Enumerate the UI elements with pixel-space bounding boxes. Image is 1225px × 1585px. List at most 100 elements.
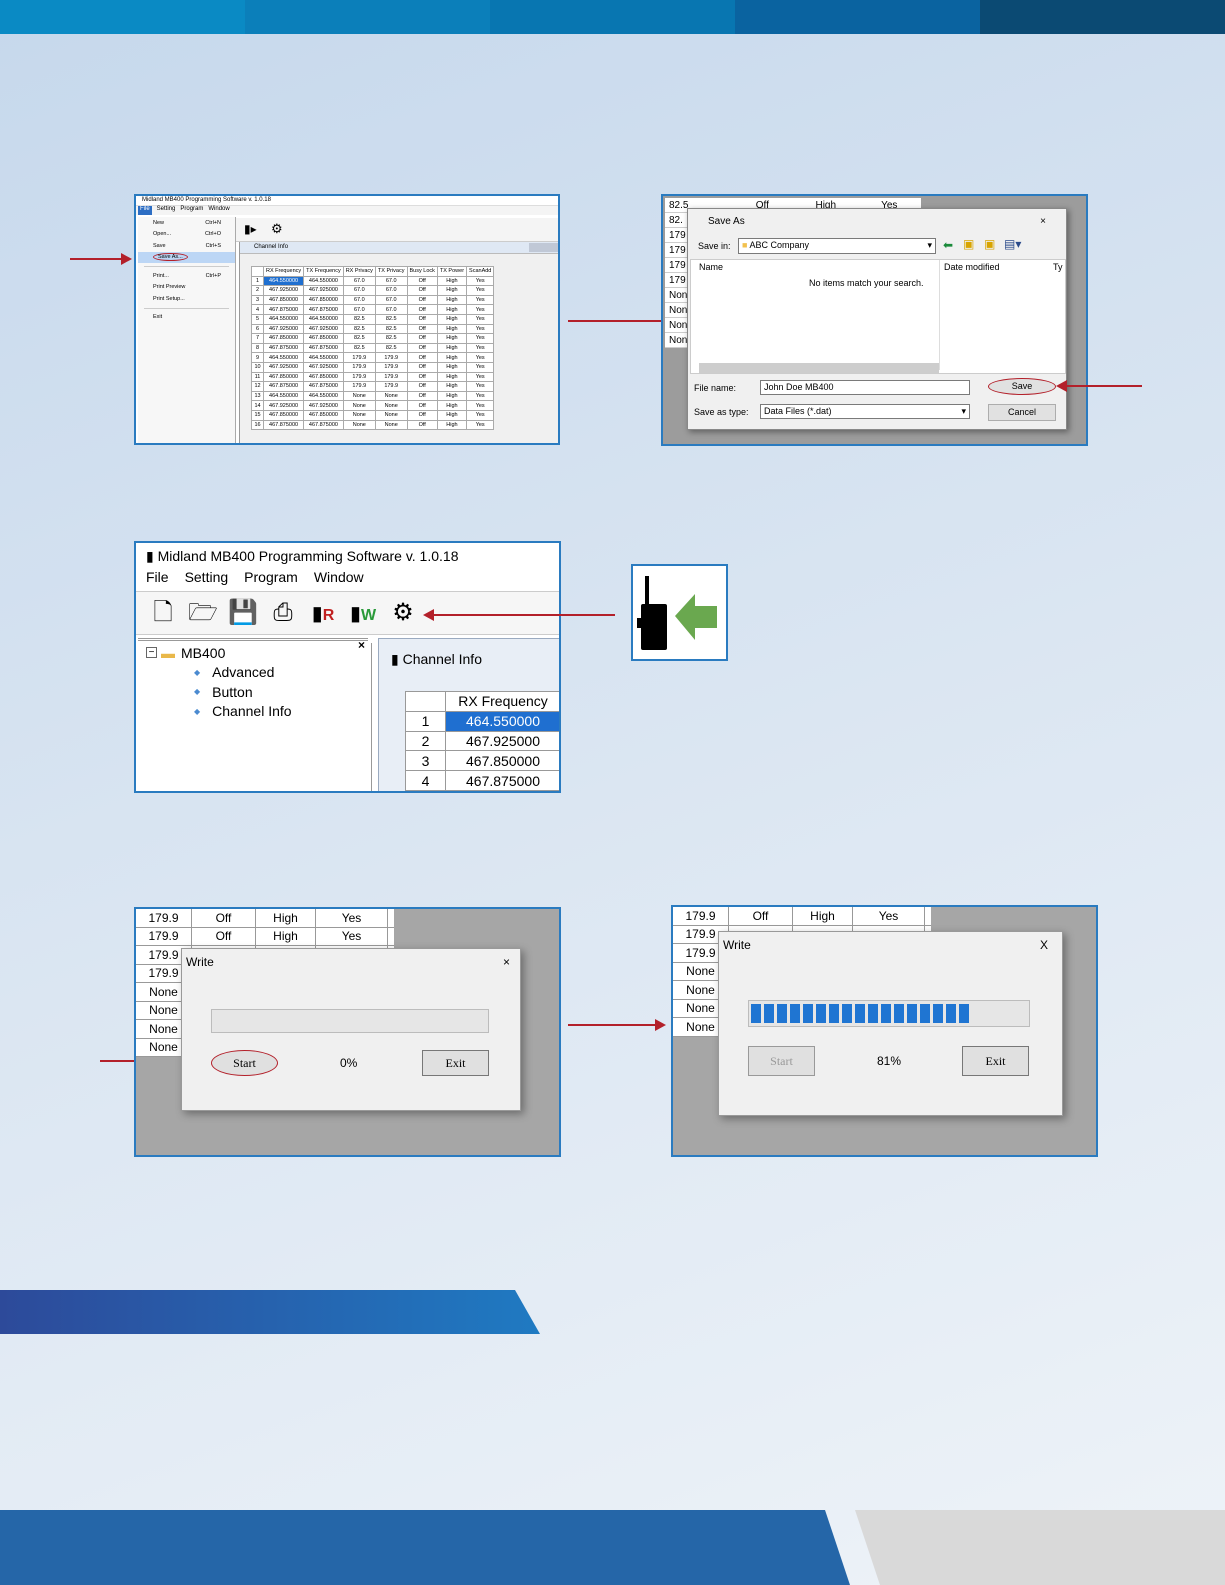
file-list[interactable]: Name Date modified Ty No items match you…	[690, 259, 1066, 374]
table-cell[interactable]: High	[436, 352, 468, 363]
column-header[interactable]: TX Privacy	[374, 266, 408, 277]
table-cell[interactable]: 467.925000	[303, 285, 344, 296]
table-cell[interactable]: 10	[251, 361, 264, 373]
table-cell[interactable]: Off	[406, 275, 438, 287]
up-folder-icon[interactable]: ▣	[963, 237, 975, 251]
table-cell[interactable]: High	[436, 419, 468, 431]
column-header[interactable]: TX Power	[436, 266, 468, 277]
table-cell[interactable]: 67.0	[342, 285, 376, 296]
table-cell[interactable]: Yes	[466, 400, 495, 411]
table-cell[interactable]: 467.875000	[262, 342, 305, 354]
table-cell[interactable]: 467.875000	[303, 342, 344, 354]
table-cell[interactable]: Off	[406, 371, 438, 383]
table-cell[interactable]: 179.9	[374, 352, 408, 363]
exit-button[interactable]: Exit	[422, 1050, 489, 1076]
column-header[interactable]: TX Frequency	[303, 266, 344, 277]
table-cell[interactable]: 179.9	[342, 371, 376, 383]
table-cell[interactable]: Yes	[466, 313, 495, 325]
table-cell[interactable]: High	[436, 361, 468, 373]
table-cell[interactable]: 82.5	[374, 333, 408, 344]
print-icon[interactable]: ⎙	[273, 599, 293, 626]
table-cell[interactable]: 467.875000	[262, 304, 305, 315]
table-cell[interactable]: Off	[406, 361, 438, 373]
panel-grip[interactable]	[138, 638, 368, 641]
table-cell[interactable]: 467.925000	[262, 400, 305, 411]
table-cell[interactable]: 467.850000	[303, 333, 344, 344]
table-cell[interactable]: 467.875000	[303, 304, 344, 315]
column-name[interactable]: Name	[699, 262, 724, 272]
table-cell[interactable]: 67.0	[374, 294, 408, 306]
table-cell[interactable]: 82.5	[342, 342, 376, 354]
table-cell[interactable]: 8	[251, 342, 264, 354]
table-cell[interactable]: 467.875000	[262, 381, 305, 392]
table-cell[interactable]: Yes	[466, 361, 495, 373]
table-cell[interactable]: 467.850000	[303, 371, 344, 383]
column-header[interactable]: RX Frequency	[262, 266, 305, 277]
table-cell[interactable]: 11	[251, 371, 264, 383]
table-cell[interactable]: 16	[251, 419, 264, 431]
table-cell[interactable]: 2	[405, 730, 446, 752]
table-cell[interactable]: 467.875000	[303, 381, 344, 392]
close-icon[interactable]: ×	[1040, 216, 1046, 227]
table-cell[interactable]: 67.0	[374, 285, 408, 296]
table-cell[interactable]: Off	[406, 333, 438, 344]
table-cell[interactable]: High	[436, 275, 468, 287]
table-cell[interactable]: 467.850000	[262, 409, 305, 421]
table-cell[interactable]: 179.9	[342, 361, 376, 373]
start-button[interactable]: Start	[211, 1050, 278, 1076]
table-cell[interactable]: Off	[406, 285, 438, 296]
collapse-icon[interactable]: −	[146, 647, 157, 659]
table-cell[interactable]: High	[436, 371, 468, 383]
table-cell[interactable]: Yes	[466, 409, 495, 421]
table-cell[interactable]: 464.550000	[303, 275, 344, 287]
save-button[interactable]: Save	[988, 378, 1056, 395]
table-cell[interactable]: None	[374, 409, 408, 421]
table-cell[interactable]: 467.925000	[303, 361, 344, 373]
gear-icon[interactable]: ⚙	[271, 221, 283, 236]
table-cell[interactable]: 467.875000	[445, 770, 559, 791]
table-cell[interactable]: 179.9	[342, 352, 376, 363]
table-cell[interactable]: 82.5	[374, 313, 408, 325]
table-cell[interactable]: 12	[251, 381, 264, 392]
table-cell[interactable]: Off	[406, 304, 438, 315]
table-cell[interactable]: Yes	[466, 381, 495, 392]
table-cell[interactable]: High	[436, 390, 468, 402]
table-cell[interactable]: None	[342, 409, 376, 421]
table-cell[interactable]: 82.5	[342, 313, 376, 325]
column-type[interactable]: Ty	[1053, 262, 1063, 272]
table-cell[interactable]: 464.550000	[303, 352, 344, 363]
table-cell[interactable]: High	[436, 381, 468, 392]
back-icon[interactable]: ⬅	[943, 238, 954, 252]
table-cell[interactable]: 464.550000	[262, 313, 305, 325]
table-cell[interactable]: None	[374, 400, 408, 411]
table-cell[interactable]: 67.0	[342, 275, 376, 287]
table-cell[interactable]: 67.0	[374, 304, 408, 315]
tree-root[interactable]: −▬MB400	[136, 643, 371, 663]
cancel-button[interactable]: Cancel	[988, 404, 1056, 421]
table-cell[interactable]: Yes	[466, 333, 495, 344]
start-button[interactable]: Start	[748, 1046, 815, 1076]
table-cell[interactable]: High	[436, 313, 468, 325]
table-cell[interactable]: Off	[406, 409, 438, 421]
column-header[interactable]: RX Frequency	[445, 691, 559, 712]
new-folder-icon[interactable]: ▣	[984, 237, 996, 251]
table-cell[interactable]: 1	[405, 710, 446, 732]
exit-button[interactable]: Exit	[962, 1046, 1029, 1076]
table-cell[interactable]: 467.925000	[262, 285, 305, 296]
table-cell[interactable]: 4	[405, 770, 446, 791]
table-cell[interactable]: 467.875000	[262, 419, 305, 431]
write-radio-icon[interactable]: ▮W	[349, 603, 377, 625]
table-cell[interactable]: 464.550000	[262, 390, 305, 402]
view-menu-icon[interactable]: ▤▾	[1004, 237, 1022, 251]
table-cell[interactable]: 467.850000	[445, 750, 559, 772]
menu-file[interactable]: File	[146, 569, 169, 585]
